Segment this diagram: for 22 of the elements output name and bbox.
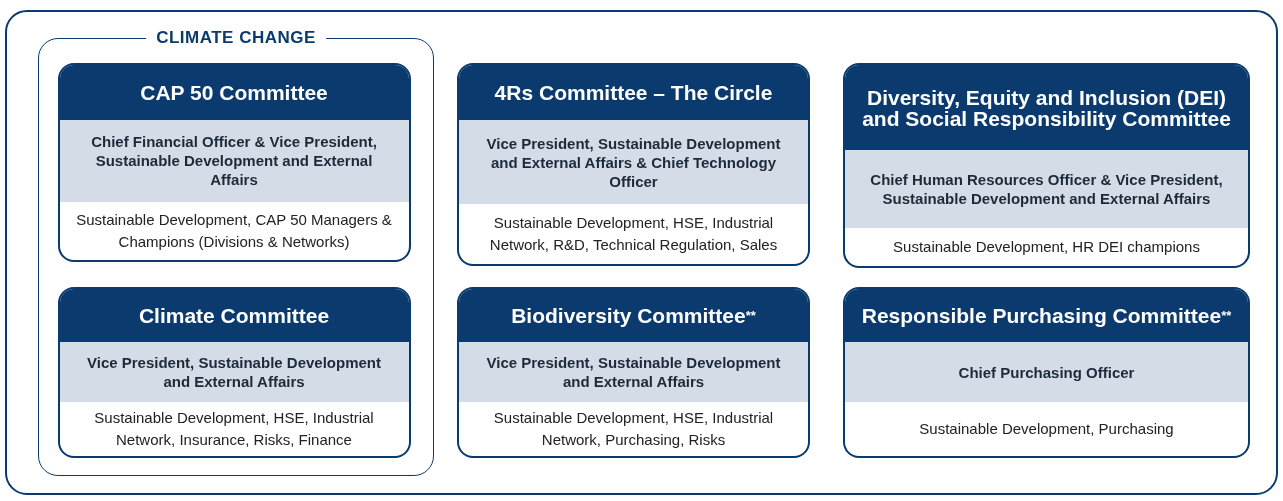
committee-card xyxy=(57,62,411,262)
member-list: Sustainable Development, HSE, Industrial Network, Purchasing, Risks xyxy=(459,402,808,456)
role-band: Chief Financial Officer & Vice President, Sustainable Development and External Affairs xyxy=(59,119,409,202)
committee-card xyxy=(57,286,411,458)
member-list: Sustainable Development, CAP 50 Managers & Champions (Divisions & Networks) xyxy=(59,201,409,260)
card-header: CAP 50 Committee xyxy=(59,64,409,120)
role-band: Vice President, Sustainable Development and External Affairs & Chief Technology Officer xyxy=(459,120,808,204)
card-header: 4Rs Committee – The Circle xyxy=(459,65,808,120)
committee-card xyxy=(457,63,810,266)
committee-card xyxy=(457,287,810,458)
role-band: Chief Human Resources Officer & Vice President, Sustainable Development and External Affairs xyxy=(845,150,1248,228)
role-band: Chief Purchasing Officer xyxy=(845,342,1248,402)
member-list: Sustainable Development, HSE, Industrial Network, R&D, Technical Regulation, Sales xyxy=(459,204,808,264)
member-list: Sustainable Development, HR DEI champions xyxy=(845,228,1248,266)
card-header: Climate Committee xyxy=(59,288,409,342)
card-header: Diversity, Equity and Inclusion (DEI) and Social Responsibility Committee xyxy=(845,65,1248,150)
role-band: Vice President, Sustainable Development and External Affairs xyxy=(459,342,808,402)
member-list: Sustainable Development, HSE, Industrial Network, Insurance, Risks, Finance xyxy=(59,401,409,456)
committee-card xyxy=(843,287,1250,458)
committee-card xyxy=(843,63,1250,268)
member-list: Sustainable Development, Purchasing xyxy=(845,402,1248,456)
role-band: Vice President, Sustainable Development and External Affairs xyxy=(59,341,409,402)
